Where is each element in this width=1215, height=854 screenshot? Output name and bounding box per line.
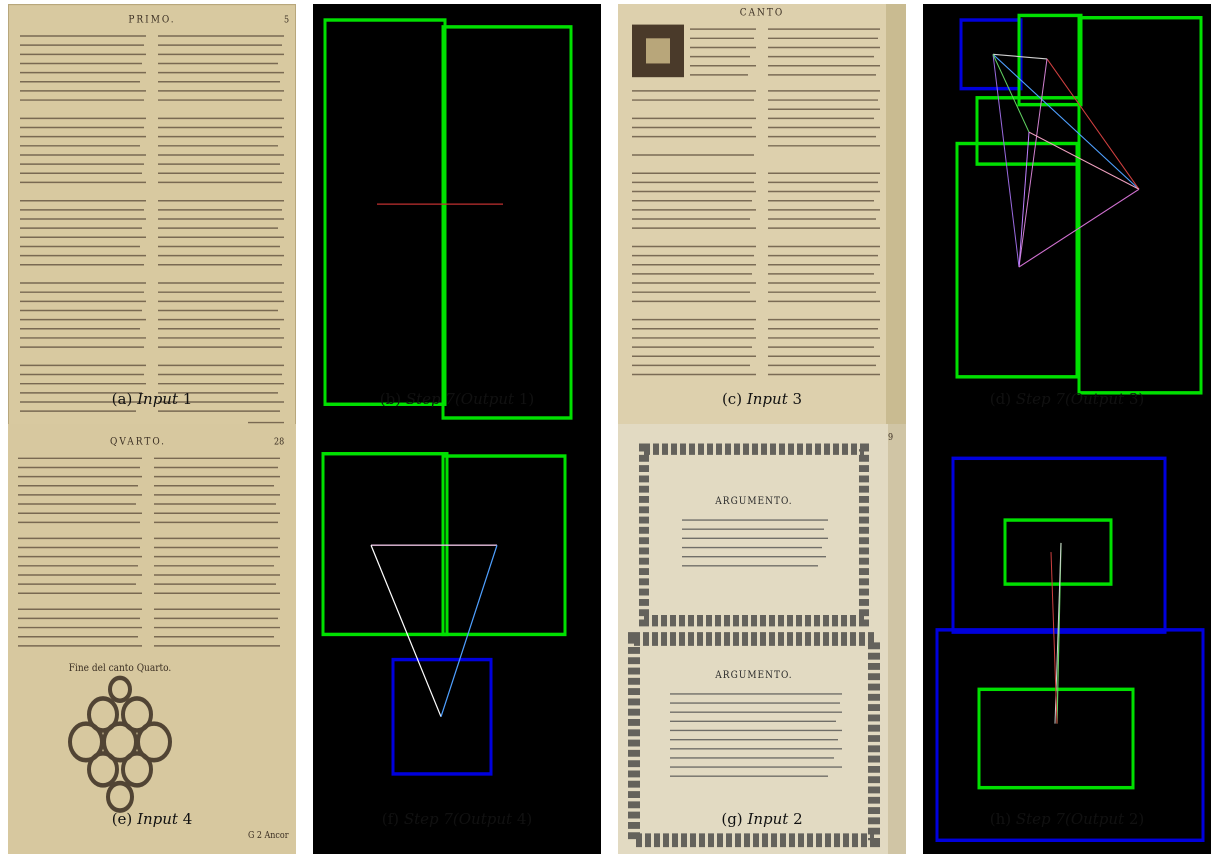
- caption-a: (a) Input 1: [8, 390, 296, 408]
- caption-f: (f) Step 7(Output 4): [313, 810, 601, 828]
- page-number: 9: [888, 433, 893, 444]
- caption-d: (d) Step 7(Output 3): [923, 390, 1211, 408]
- header-text: CANTO: [740, 7, 785, 19]
- header-text: PRIMO.: [128, 14, 175, 26]
- panel-b-output-1: [313, 4, 601, 434]
- caption-e: (e) Input 4: [8, 810, 296, 828]
- caption-h: (h) Step 7(Output 2): [923, 810, 1211, 828]
- caption-g: (g) Input 2: [618, 810, 906, 828]
- panel-g-input-2: 9 ARGUMENTO. ARGUMENTO.: [618, 424, 906, 854]
- page-number: 5: [284, 15, 289, 26]
- panel-f-output-4: [313, 424, 601, 854]
- header-text: QVARTO.: [110, 436, 166, 448]
- panel-h-output-2: [923, 424, 1211, 854]
- panel-d-output-3: [923, 4, 1211, 434]
- footer-text: G 2 Ancor: [248, 831, 289, 842]
- caption-b: (b) Step 7(Output 1): [313, 390, 601, 408]
- panel-c-input-3: CANTO: [618, 4, 906, 434]
- caption-c: (c) Input 3: [618, 390, 906, 408]
- argument-heading-1: ARGUMENTO.: [714, 496, 792, 508]
- panel-a-input-1: PRIMO. 5: [8, 4, 296, 434]
- argument-heading-2: ARGUMENTO.: [714, 669, 792, 681]
- end-of-canto-text: Fine del canto Quarto.: [69, 663, 172, 675]
- panel-e-input-4: QVARTO. 28 Fine del canto Quarto. G 2 An…: [8, 424, 296, 854]
- page-number: 28: [274, 437, 284, 448]
